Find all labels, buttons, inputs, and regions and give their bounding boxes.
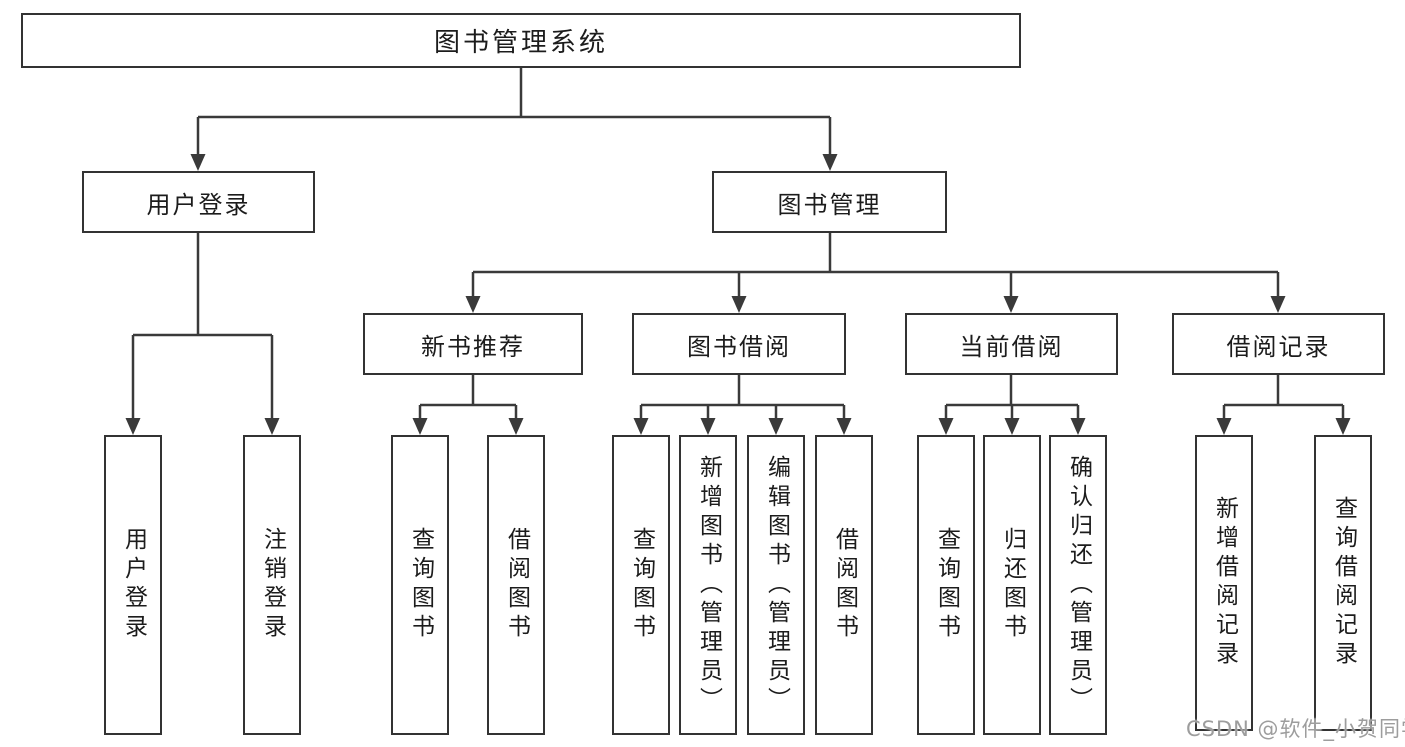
arrowhead-icon bbox=[465, 296, 481, 313]
arrowhead-icon bbox=[1004, 418, 1020, 435]
node-book-management: 图书管理 bbox=[712, 171, 947, 233]
arrowhead-icon bbox=[412, 418, 428, 435]
arrowhead-icon bbox=[1270, 296, 1286, 313]
node-library-system: 图书管理系统 bbox=[21, 13, 1021, 68]
leaf-edit-book-admin: 编辑图书（管理员） bbox=[747, 435, 805, 735]
arrowhead-icon bbox=[508, 418, 524, 435]
csdn-watermark: CSDN @软件_小贺同学 bbox=[1186, 717, 1405, 741]
leaf-user-login: 用户登录 bbox=[104, 435, 162, 735]
leaf-query-book-current: 查询图书 bbox=[917, 435, 975, 735]
arrowhead-icon bbox=[190, 154, 206, 171]
arrowhead-icon bbox=[768, 418, 784, 435]
leaf-return-book: 归还图书 bbox=[983, 435, 1041, 735]
arrowhead-icon bbox=[1070, 418, 1086, 435]
leaf-confirm-return-admin: 确认归还（管理员） bbox=[1049, 435, 1107, 735]
node-borrow-records: 借阅记录 bbox=[1172, 313, 1385, 375]
connector-path bbox=[131, 233, 274, 419]
leaf-logout: 注销登录 bbox=[243, 435, 301, 735]
leaf-borrow-book: 借阅图书 bbox=[815, 435, 873, 735]
arrowhead-icon bbox=[836, 418, 852, 435]
connector-path bbox=[639, 375, 846, 419]
arrowhead-icon bbox=[1003, 296, 1019, 313]
arrowhead-icon bbox=[125, 418, 141, 435]
leaf-add-borrow-record: 新增借阅记录 bbox=[1195, 435, 1253, 731]
node-user-login: 用户登录 bbox=[82, 171, 315, 233]
connector-path bbox=[471, 233, 1280, 297]
arrowhead-icon bbox=[633, 418, 649, 435]
node-book-borrow: 图书借阅 bbox=[632, 313, 846, 375]
arrowhead-icon bbox=[822, 154, 838, 171]
leaf-query-book-recommend: 查询图书 bbox=[391, 435, 449, 735]
connector-path bbox=[944, 375, 1080, 419]
connector-path bbox=[418, 375, 518, 419]
leaf-query-borrow-record: 查询借阅记录 bbox=[1314, 435, 1372, 731]
arrowhead-icon bbox=[938, 418, 954, 435]
leaf-borrow-book-recommend: 借阅图书 bbox=[487, 435, 545, 735]
node-new-book-recommend: 新书推荐 bbox=[363, 313, 583, 375]
arrowhead-icon bbox=[731, 296, 747, 313]
arrowhead-icon bbox=[700, 418, 716, 435]
connector-path bbox=[1222, 375, 1345, 419]
arrowhead-icon bbox=[1335, 418, 1351, 435]
arrowhead-icon bbox=[264, 418, 280, 435]
arrowhead-icon bbox=[1216, 418, 1232, 435]
leaf-add-book-admin: 新增图书（管理员） bbox=[679, 435, 737, 735]
leaf-query-book-borrow: 查询图书 bbox=[612, 435, 670, 735]
node-current-borrow: 当前借阅 bbox=[905, 313, 1118, 375]
connector-path bbox=[196, 68, 832, 155]
